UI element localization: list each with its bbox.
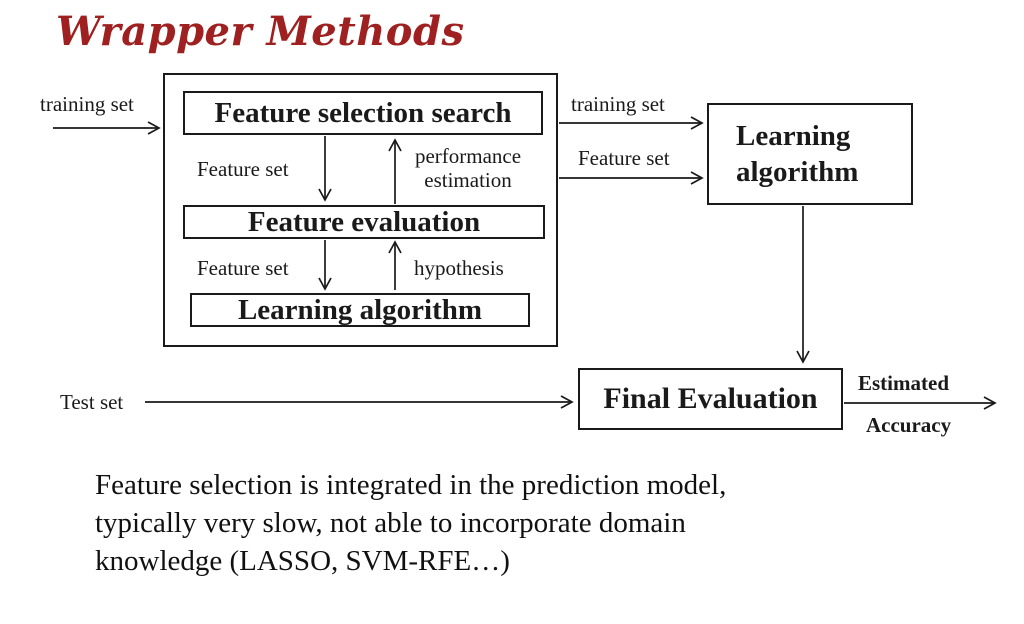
feature-set-label-upper: Feature set	[197, 157, 289, 181]
estimated-label: Estimated	[858, 371, 949, 395]
wrapper-container-box	[163, 73, 558, 347]
learning-algorithm-line2: algorithm	[736, 156, 859, 188]
final-evaluation-box: Final Evaluation	[578, 368, 843, 430]
training-set-left-label: training set	[40, 92, 134, 116]
slide-title: Wrapper Methods	[56, 8, 465, 55]
learning-algorithm-box: Learning algorithm	[707, 103, 913, 205]
caption-line-3: knowledge (LASSO, SVM-RFE…)	[95, 545, 510, 577]
feature-evaluation-box: Feature evaluation	[183, 205, 545, 239]
test-set-label: Test set	[60, 390, 124, 414]
caption-line-1: Feature selection is integrated in the p…	[95, 469, 727, 501]
feature-selection-search-box: Feature selection search	[183, 91, 543, 135]
accuracy-label: Accuracy	[866, 413, 952, 437]
feature-set-label-lower: Feature set	[197, 256, 289, 280]
training-set-right-label: training set	[571, 92, 665, 116]
hypothesis-label: hypothesis	[414, 256, 504, 280]
performance-estimation-line2: estimation	[424, 168, 512, 192]
learning-algorithm-inner-box: Learning algorithm	[190, 293, 530, 327]
feature-set-right-label: Feature set	[578, 146, 670, 170]
caption-line-2: typically very slow, not able to incorpo…	[95, 507, 686, 539]
performance-estimation-label: performance estimation	[398, 144, 538, 192]
caption-text: Feature selection is integrated in the p…	[95, 466, 875, 580]
performance-estimation-line1: performance	[414, 144, 522, 168]
learning-algorithm-line1: Learning	[736, 120, 851, 152]
